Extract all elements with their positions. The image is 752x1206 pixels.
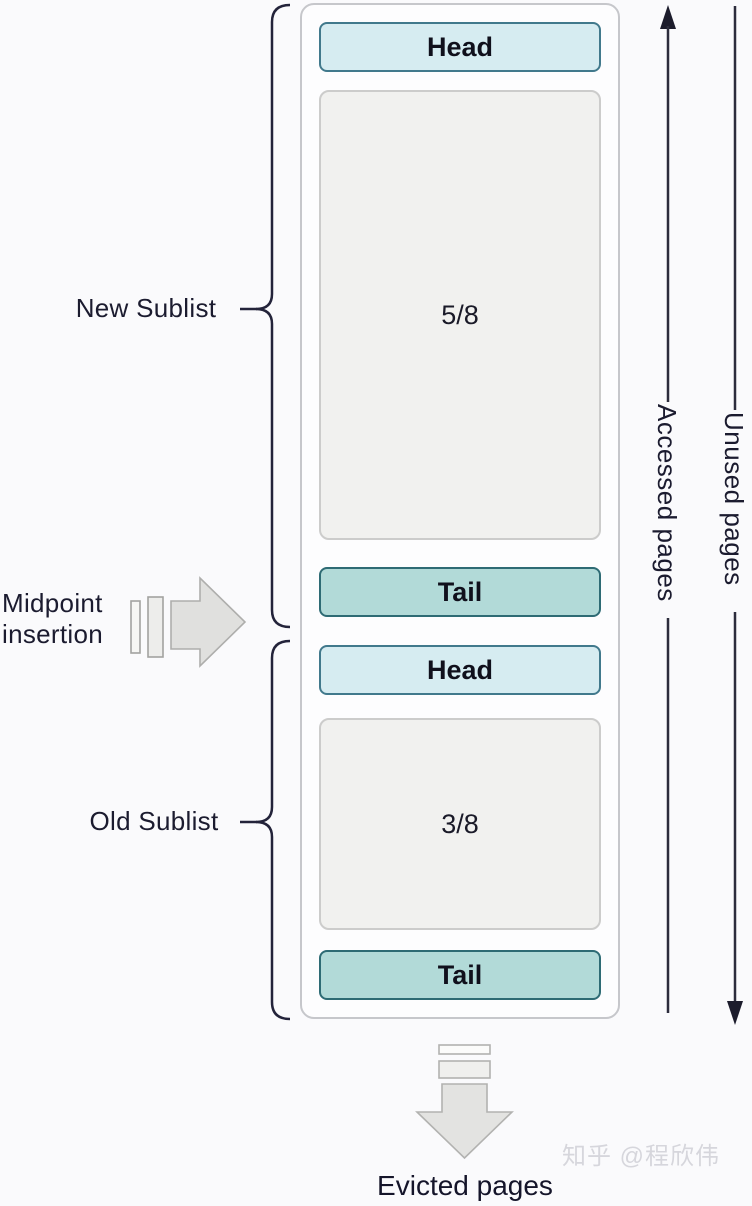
down-arrow-icon [727,1001,743,1025]
new-sublist-fraction-block: 5/8 [319,90,601,540]
new-sublist-tail-block: Tail [319,567,601,617]
new-sublist-tail-label: Tail [437,576,483,607]
old-sublist-head-label: Head [426,654,494,685]
up-arrow-icon [660,5,676,29]
watermark: 知乎 @程欣伟 [562,1143,721,1170]
new-sublist-label: New Sublist [75,293,217,323]
new-sublist-head-label: Head [426,31,494,62]
new-sublist-fraction-value: 5/8 [441,299,479,330]
new-sublist-head-block: Head [319,22,601,72]
midpoint-insertion-label: Midpoint insertion [2,588,132,650]
old-sublist-tail-label: Tail [437,959,483,990]
midpoint-insertion-label-line2: insertion [2,619,103,649]
old-sublist-fraction-value: 3/8 [441,808,479,839]
old-sublist-tail-block: Tail [319,950,601,1000]
old-sublist-head-block: Head [319,645,601,695]
midpoint-insertion-label-line1: Midpoint [2,588,103,618]
accessed-pages-label: Accessed pages [652,404,682,602]
evicted-pages-label: Evicted pages [377,1170,553,1201]
old-sublist-fraction-block: 3/8 [319,718,601,930]
new-sublist-brace [240,3,291,629]
eviction-arrow-icon [415,1044,514,1160]
old-sublist-label: Old Sublist [89,806,219,836]
unused-pages-label: Unused pages [719,412,749,586]
buffer-pool-list: Head 5/8 Tail Head 3/8 Tail [300,3,620,1019]
midpoint-insertion-arrow-icon [130,576,247,668]
